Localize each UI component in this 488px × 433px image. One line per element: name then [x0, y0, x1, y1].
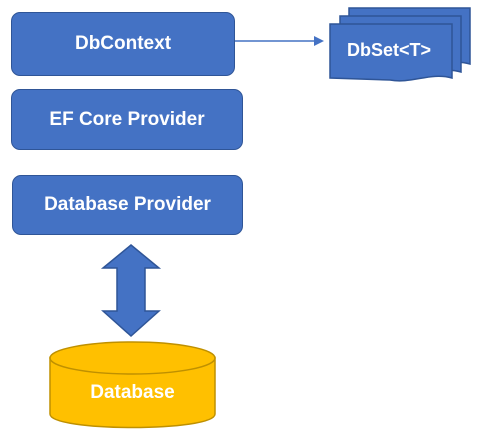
multi-document-icon [329, 7, 471, 82]
double-arrow-vertical-icon [100, 244, 162, 338]
arrow-right-icon [235, 36, 324, 46]
database-label: Database [90, 382, 175, 403]
database-provider-label: Database Provider [44, 194, 211, 215]
ef-core-provider-box: EF Core Provider [11, 89, 243, 150]
ef-core-provider-label: EF Core Provider [49, 108, 205, 130]
database-cylinder-icon [49, 341, 216, 429]
dbcontext-box: DbContext [11, 12, 235, 76]
dbcontext-label: DbContext [74, 33, 172, 54]
dbset-label: DbSet<T> [346, 39, 432, 60]
database-provider-box: Database Provider [12, 175, 243, 235]
